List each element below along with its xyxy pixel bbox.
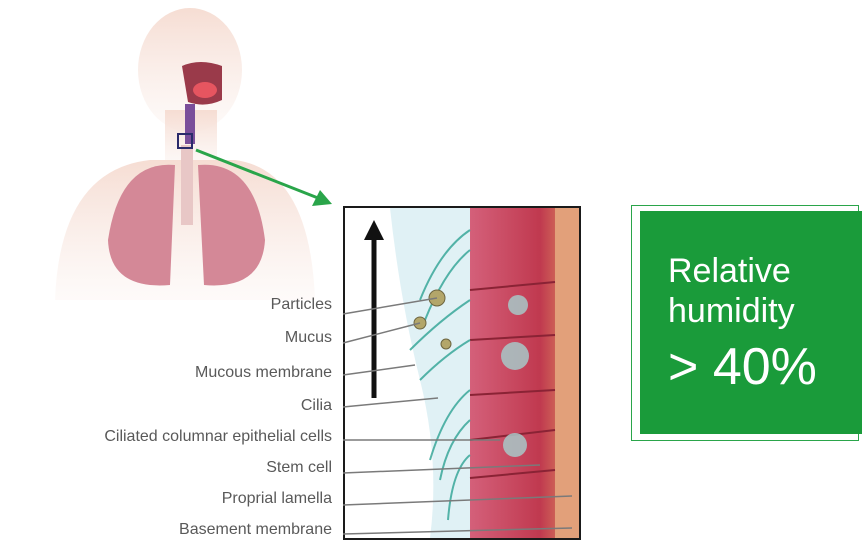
badge-line-2: humidity — [668, 291, 795, 331]
label-mucous-membrane: Mucous membrane — [195, 363, 332, 383]
label-stem-cell: Stem cell — [266, 458, 332, 478]
label-cilia: Cilia — [301, 396, 332, 416]
label-mucus: Mucus — [285, 328, 332, 348]
label-proprial-lamella: Proprial lamella — [222, 489, 332, 509]
badge-value: > 40% — [668, 339, 817, 395]
label-basement-membrane: Basement membrane — [179, 520, 332, 540]
label-ciliated-cells: Ciliated columnar epithelial cells — [104, 427, 332, 447]
label-particles: Particles — [271, 295, 332, 315]
badge-line-1: Relative — [668, 251, 791, 291]
humidity-badge: Relative humidity > 40% — [640, 211, 862, 434]
